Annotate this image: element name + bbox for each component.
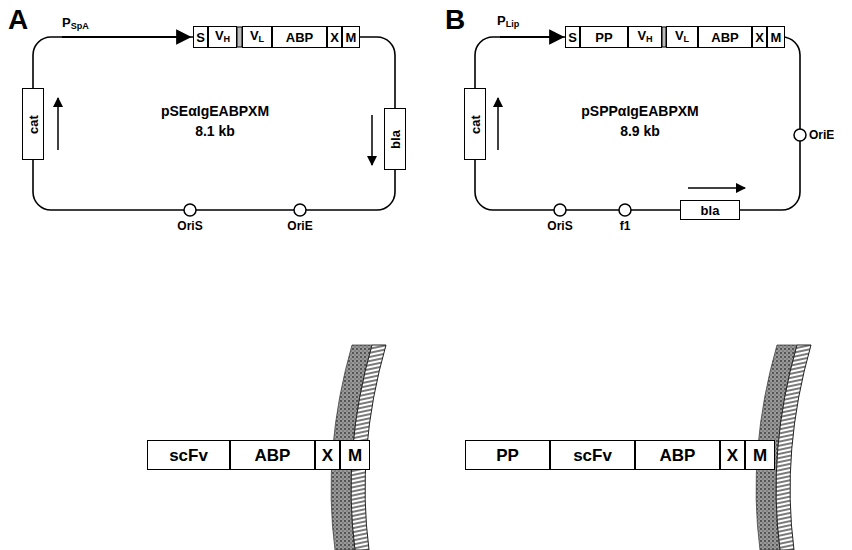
direction-arrow [371,115,373,165]
membrane-layer [776,345,811,550]
gene-name: scFv [573,447,612,464]
gene-name: PP [595,31,612,44]
gene-box: S [193,26,208,48]
gene-box: VL [242,26,272,48]
gene-name: VH [215,29,230,44]
gene-name: M [348,447,362,464]
direction-arrow [57,98,59,150]
promoter-arrow [62,36,190,38]
promoter-arrow [500,36,563,38]
gene-name: bla [388,130,401,149]
gene-box: VH [208,26,237,48]
gene-box: M [767,26,785,48]
plasmid-backbone [33,37,395,210]
fusion-domain-box: ABP [230,440,315,470]
gene-name: ABP [255,447,291,464]
origin-circle [294,204,306,216]
fusion-domain-box: PP [465,440,550,470]
gene-box: bla [384,108,406,170]
fusion-domain-box: X [720,440,745,470]
origin-label: OriE [809,129,834,141]
gene-name: scFv [169,447,208,464]
gene-box: X [327,26,342,48]
fusion-domain-box: X [315,440,340,470]
promoter-label: PSpA [62,16,89,31]
gene-box: M [342,26,360,48]
direction-arrow [497,98,499,150]
gene-name: VL [675,29,689,44]
gene-name: S [568,31,577,44]
gene-box: S [565,26,580,48]
origin-label: f1 [620,220,631,232]
origin-circle [554,204,566,216]
gene-name: M [771,31,782,44]
panel-letter: A [8,6,28,34]
plasmid-name: pSPPαIgEABPXM [581,104,699,118]
origin-label: OriS [547,220,572,232]
gene-name: VL [250,29,264,44]
gene-box: VL [666,26,698,48]
origin-label: OriS [177,220,202,232]
gene-name: cat [468,115,481,134]
plasmid-name: pSEαIgEABPXM [161,104,269,118]
fusion-domain-box: ABP [635,440,720,470]
origin-circle [794,129,806,141]
gene-box: cat [22,88,44,160]
fusion-domain-box: M [340,440,370,470]
gene-name: S [196,31,205,44]
gene-box: bla [680,200,740,220]
gene-box: ABP [698,26,752,48]
gene-name: ABP [711,31,738,44]
gene-name: ABP [660,447,696,464]
gene-name: X [322,447,333,464]
gene-name: cat [26,115,39,134]
plasmid-size: 8.1 kb [195,124,235,138]
origin-label: OriE [287,220,312,232]
gene-box: ABP [272,26,327,48]
direction-arrow [688,187,745,189]
promoter-label: PLip [497,14,519,29]
gene-box: PP [580,26,628,48]
origin-circle [184,204,196,216]
gene-name: X [330,31,339,44]
gene-name: X [755,31,764,44]
gene-name: X [727,447,738,464]
gene-box: X [752,26,767,48]
gene-name: ABP [286,31,313,44]
fusion-domain-box: M [745,440,775,470]
panel-letter: B [445,6,465,34]
gene-box: VH [628,26,662,48]
fusion-domain-box: scFv [550,440,635,470]
gene-name: M [346,31,357,44]
gene-box: cat [464,88,486,160]
gene-name: M [753,447,767,464]
fusion-domain-box: scFv [147,440,230,470]
gene-name: VH [637,29,652,44]
gene-name: bla [701,204,720,217]
plasmid-backbone [475,37,800,210]
gene-name: PP [496,447,519,464]
origin-circle [619,204,631,216]
plasmid-size: 8.9 kb [620,124,660,138]
